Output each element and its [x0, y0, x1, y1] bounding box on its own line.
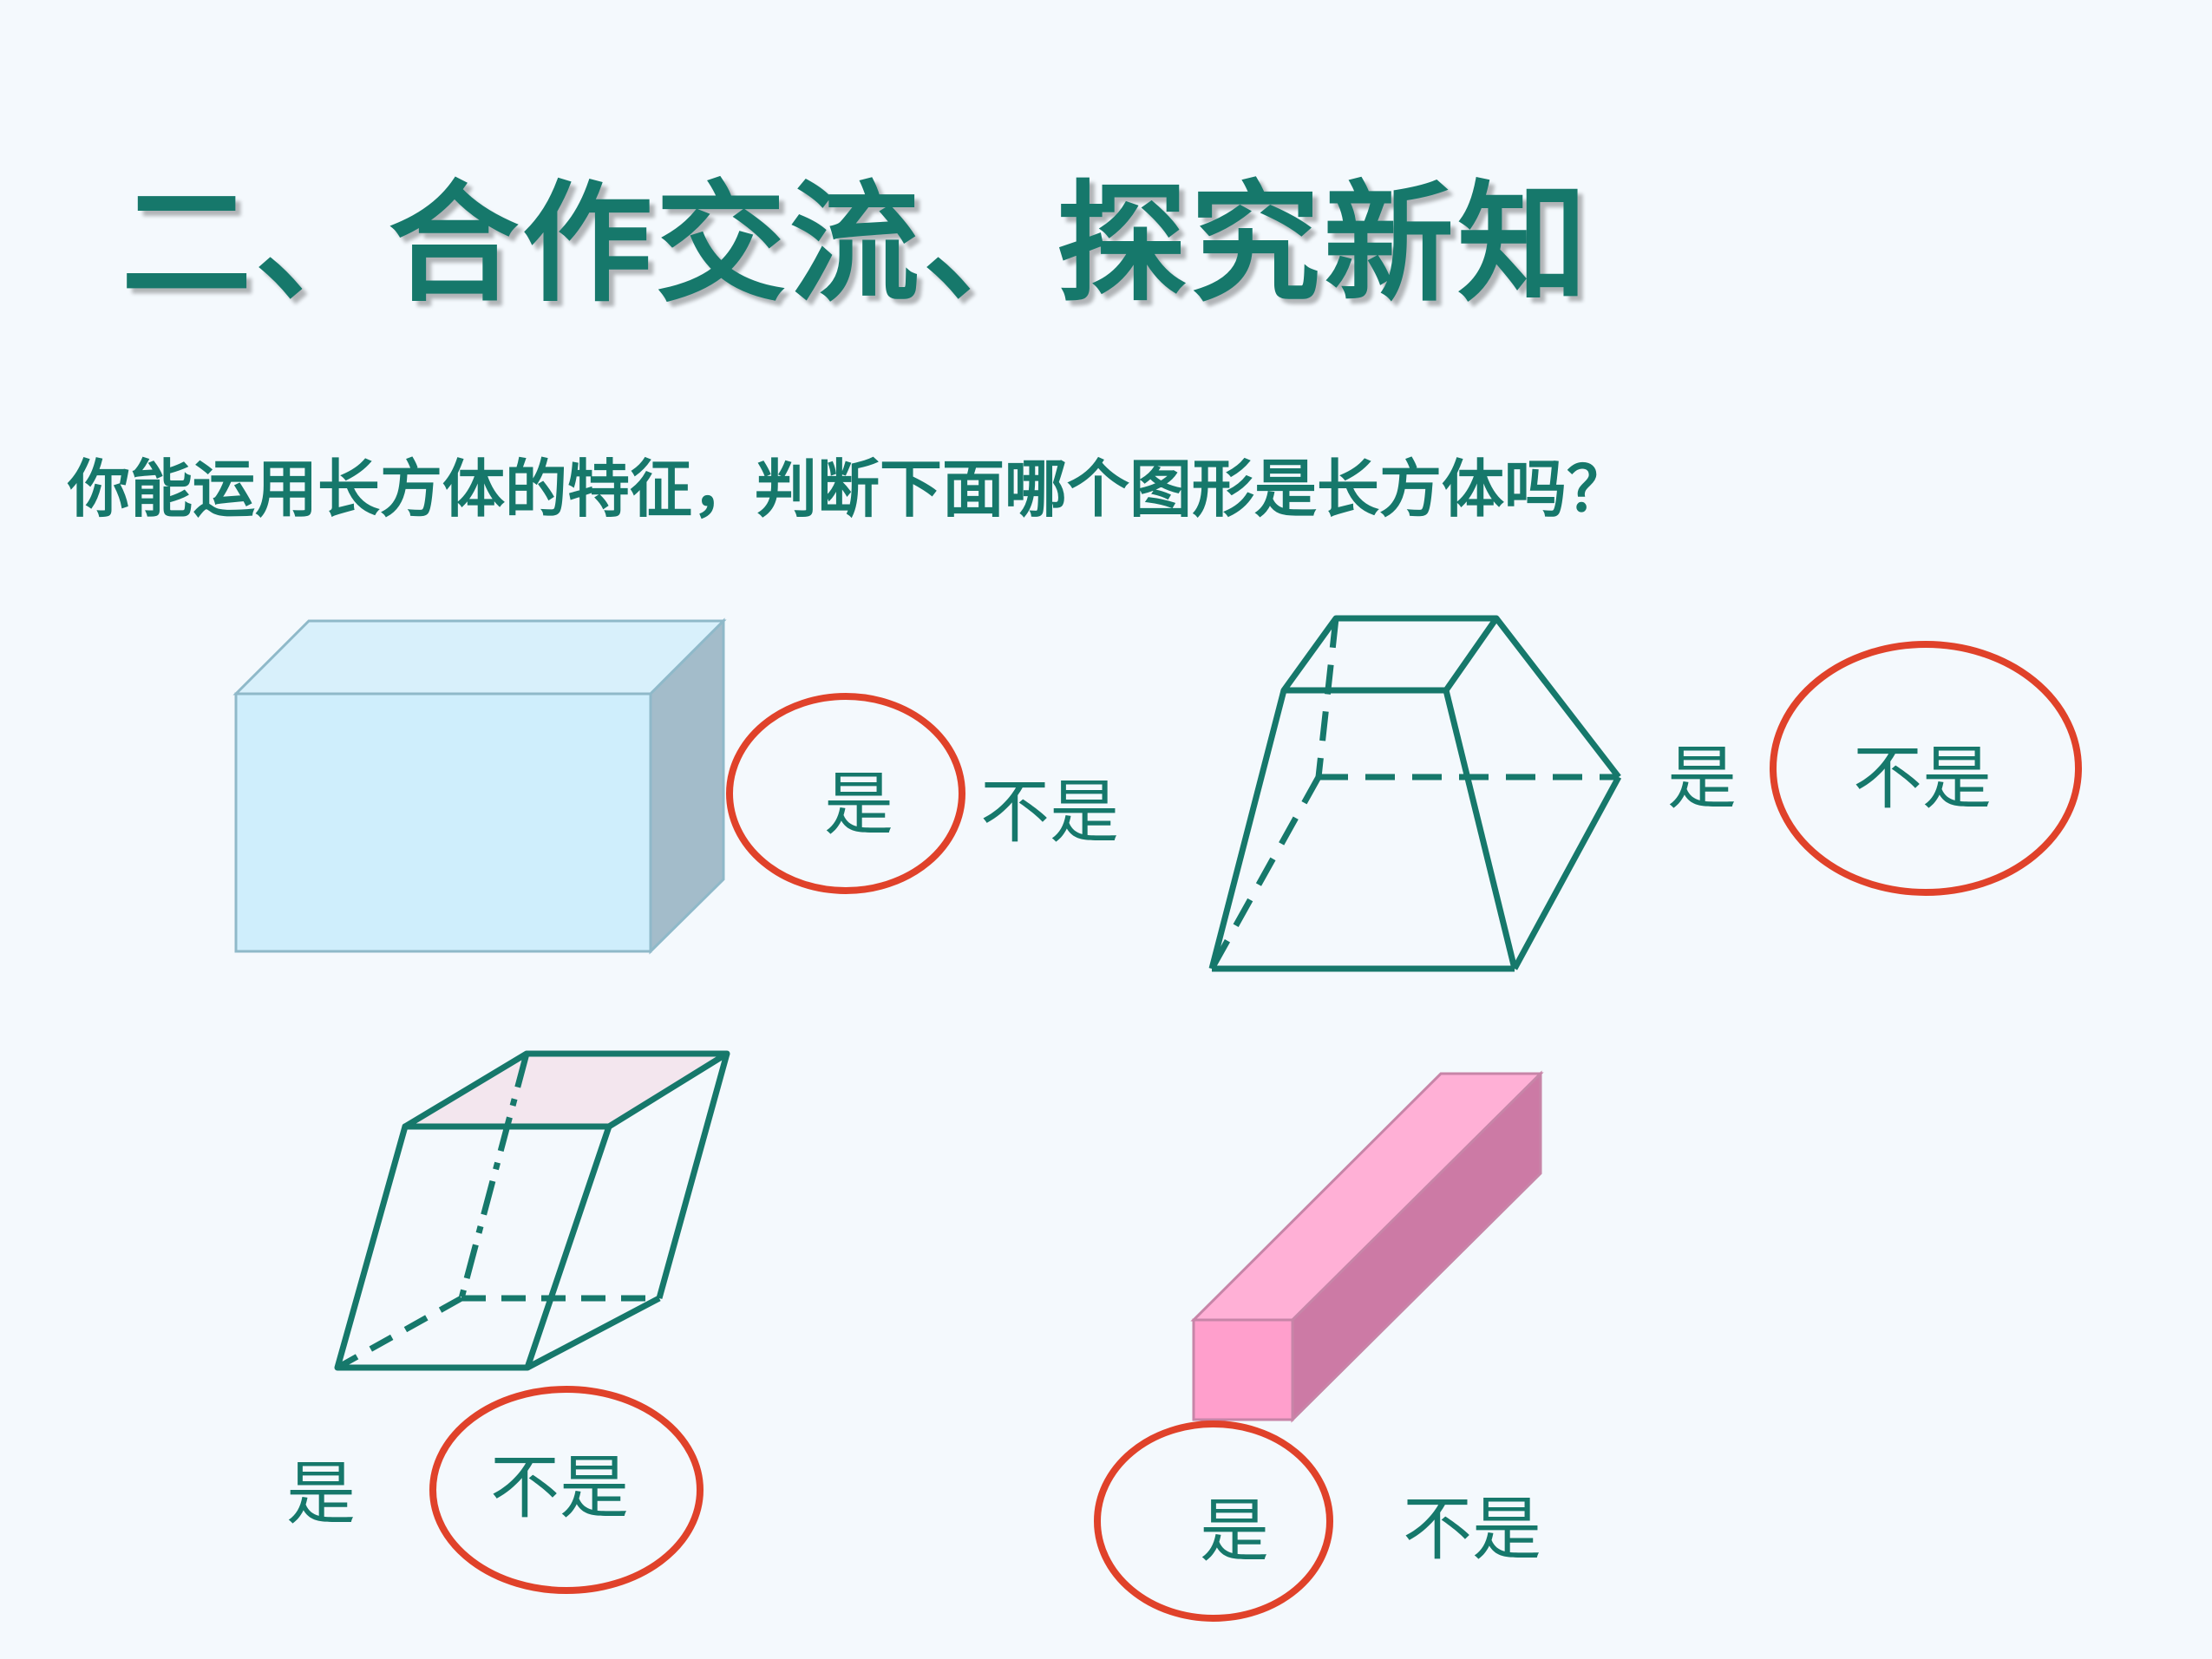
- answer-circle-2: [1770, 641, 2082, 896]
- question-text: 你能运用长方体的特征，判断下面哪个图形是长方体吗？: [68, 452, 1630, 526]
- figure2-no-option[interactable]: 不是: [1853, 738, 1992, 819]
- figure3-yes-option[interactable]: 是: [286, 1453, 356, 1534]
- answer-circle-4: [1094, 1421, 1333, 1622]
- figure4-yes-option[interactable]: 是: [1200, 1491, 1269, 1571]
- long-cuboid-figure: [1190, 1070, 1544, 1423]
- figure1-yes-option[interactable]: 是: [824, 764, 893, 845]
- slide-title: 二、合作交流、探究新知: [121, 167, 1592, 320]
- figure3-no-option[interactable]: 不是: [490, 1447, 629, 1528]
- frustum-figure: [1208, 615, 1622, 972]
- answer-circle-1: [726, 693, 965, 894]
- oblique-prism-figure: [334, 1050, 730, 1371]
- figure4-no-option[interactable]: 不是: [1403, 1489, 1541, 1570]
- answer-circle-3: [429, 1386, 704, 1594]
- figure1-no-option[interactable]: 不是: [980, 772, 1119, 852]
- figure2-yes-option[interactable]: 是: [1667, 738, 1737, 819]
- cuboid-figure: [232, 617, 727, 955]
